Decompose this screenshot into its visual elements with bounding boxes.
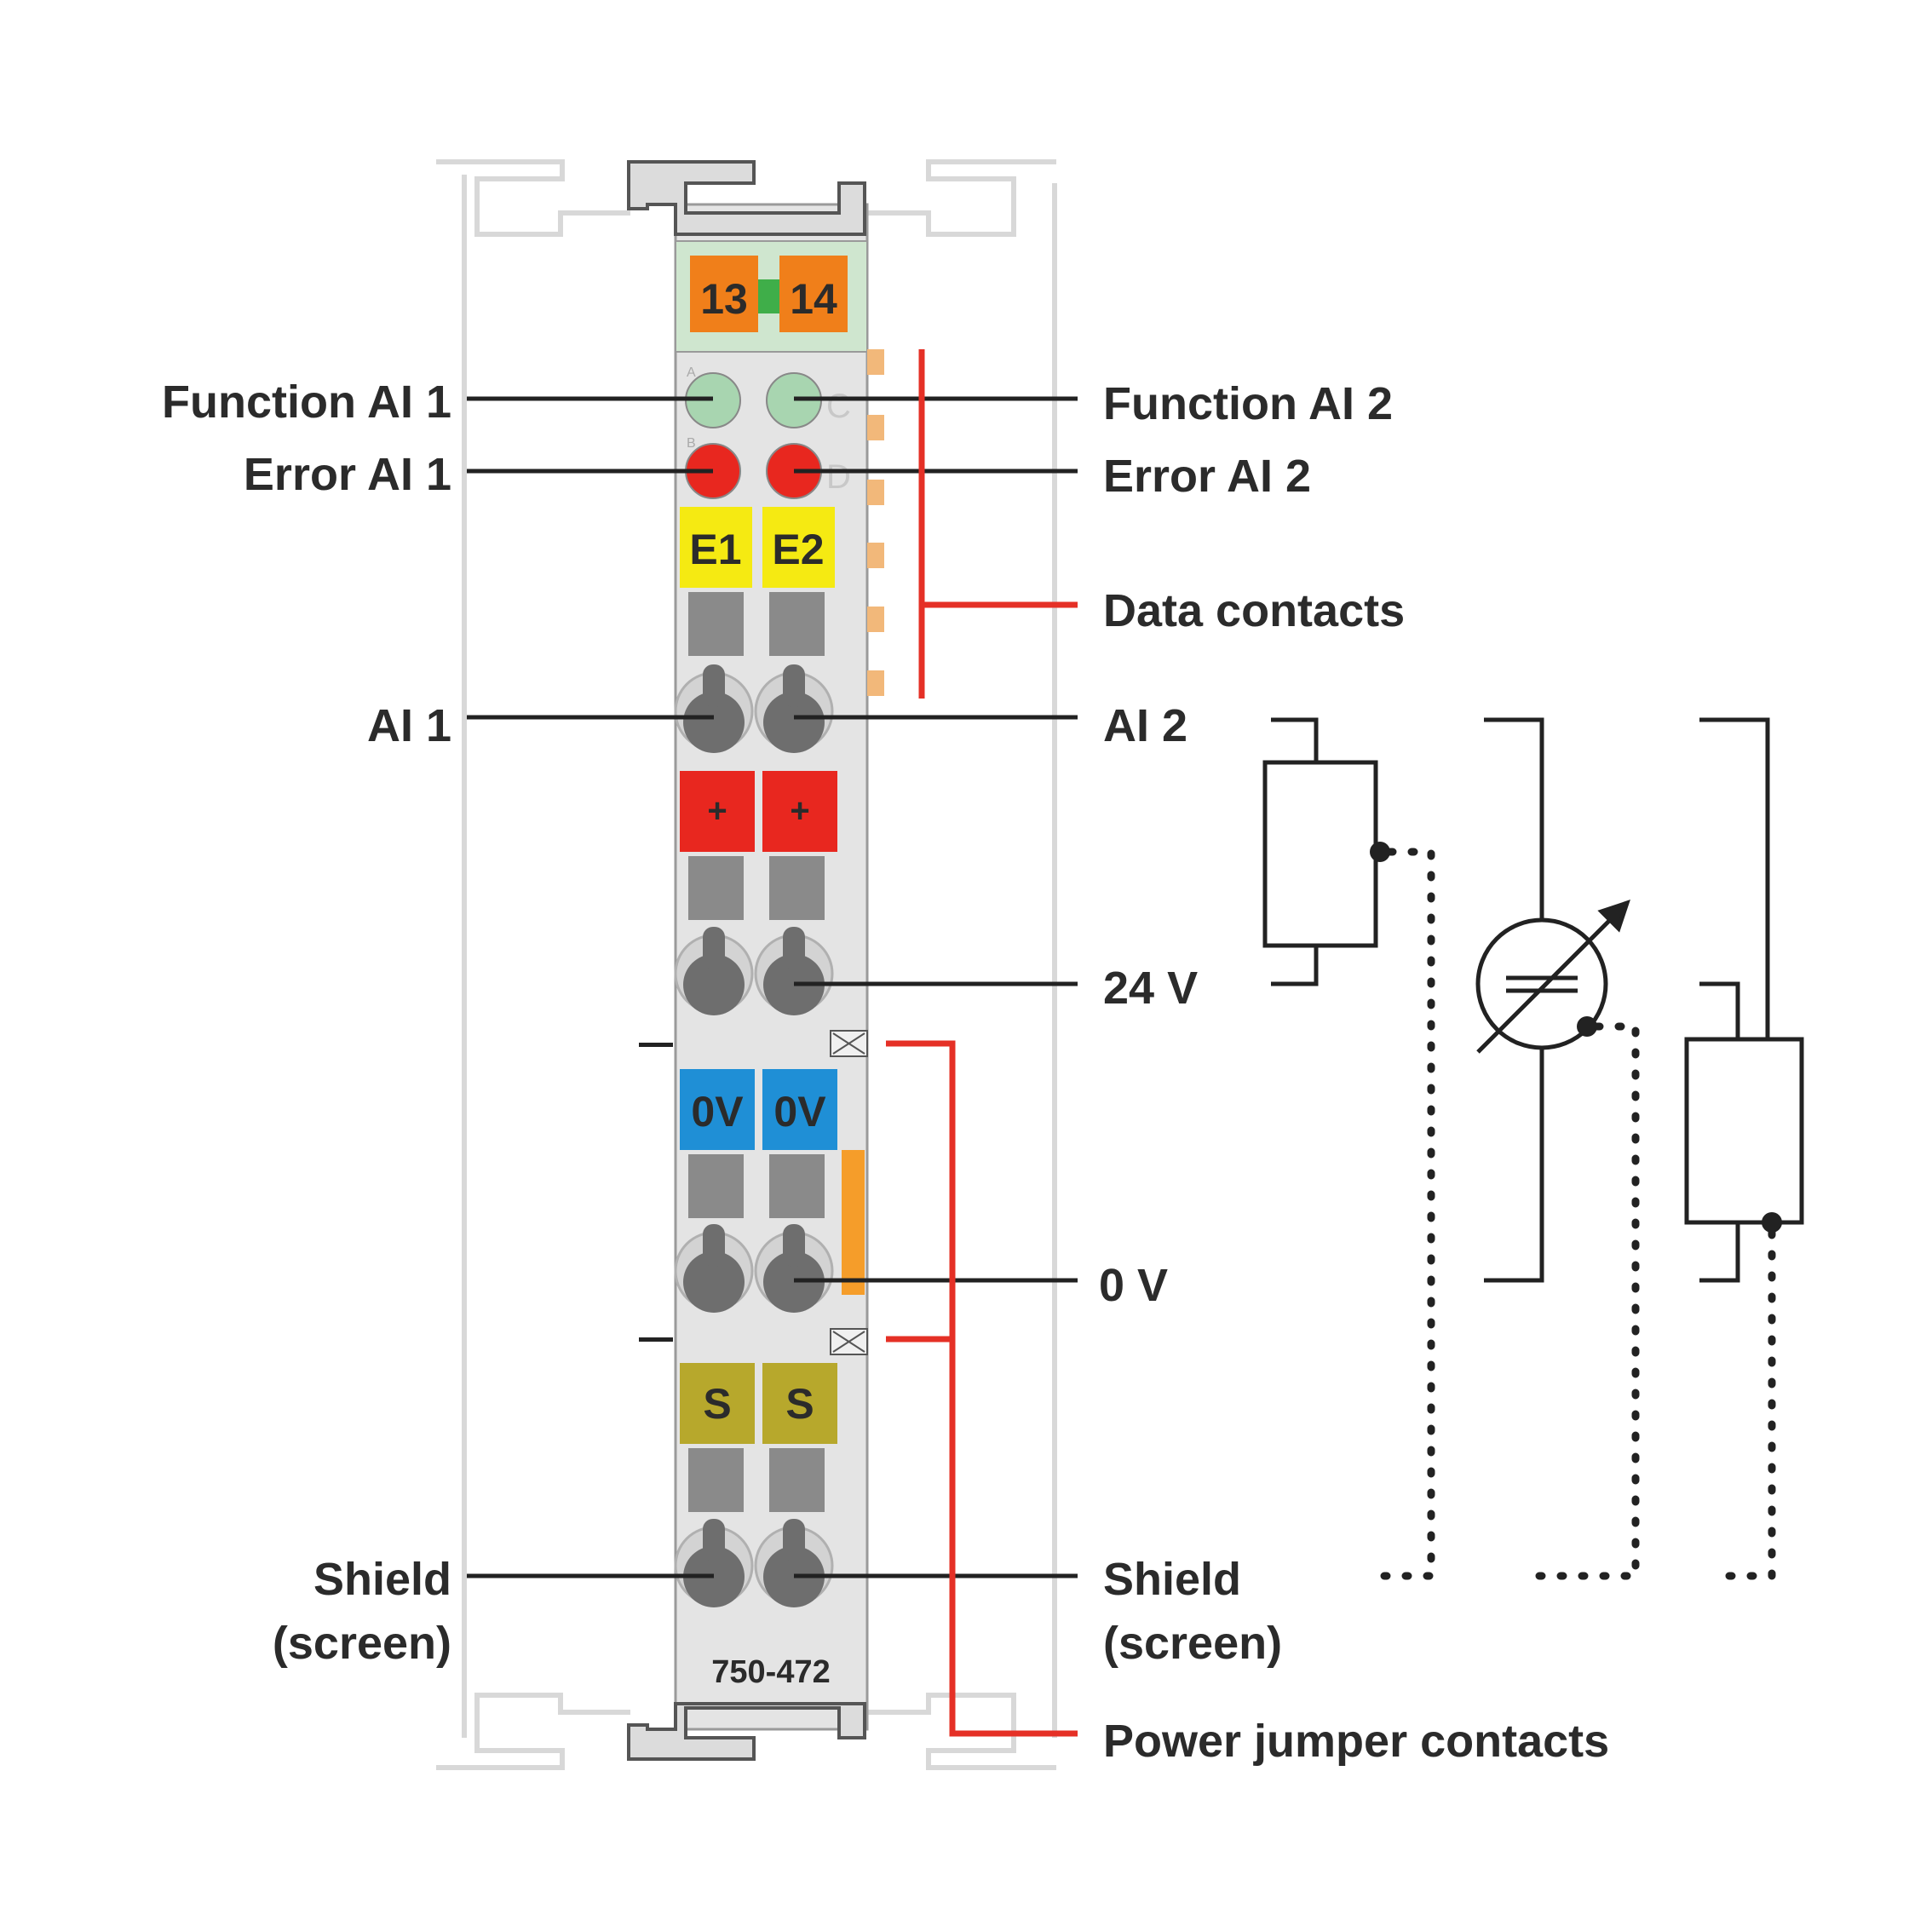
label-shield-right-1: Shield — [1103, 1554, 1241, 1605]
orange-jumper-bar — [842, 1150, 865, 1295]
clamp-row-0v — [674, 1224, 834, 1313]
top-clip — [627, 160, 866, 236]
terminal-e1 — [680, 507, 752, 588]
sensor-2-source — [1475, 717, 1640, 1580]
release-slot-s-right — [769, 1448, 825, 1512]
right-leaders — [794, 396, 1078, 1578]
release-slot-0v-right — [769, 1154, 825, 1218]
release-slot-plus-right — [769, 856, 825, 920]
terminal-0v-right-label: 0V — [773, 1088, 826, 1136]
terminal-e2-label: E2 — [772, 526, 824, 573]
release-slot-0v-left — [688, 1154, 744, 1218]
terminal-s-left-label: S — [703, 1380, 731, 1428]
terminal-plus-right-label: + — [790, 792, 809, 830]
terminal-13-label: 13 — [700, 275, 748, 323]
label-function-ai1: Function AI 1 — [162, 377, 451, 428]
led-letter-c: C — [826, 388, 851, 425]
led-letter-d: D — [826, 458, 851, 496]
terminal-s-right — [762, 1363, 837, 1444]
label-error-ai2: Error AI 2 — [1103, 451, 1311, 502]
label-shield-right-2: (screen) — [1103, 1618, 1282, 1669]
terminal-e1-label: E1 — [689, 526, 741, 573]
release-slot-e2 — [769, 592, 825, 656]
clamp-row-24v — [674, 927, 834, 1015]
label-power-jumper-contacts: Power jumper contacts — [1103, 1716, 1609, 1767]
clamp-row-ai — [674, 664, 834, 753]
bottom-clip — [627, 1702, 866, 1761]
terminal-14 — [779, 256, 848, 332]
power-jumper-bracket — [886, 1040, 1078, 1737]
release-slot-plus-left — [688, 856, 744, 920]
sensor-3-resistor — [1684, 717, 1804, 1580]
terminal-plus-left-label: + — [707, 792, 727, 830]
sensor-1-resistor — [1262, 717, 1435, 1580]
led-letter-b: B — [687, 436, 696, 451]
terminal-0v-left-label: 0V — [691, 1088, 744, 1136]
terminal-e2 — [762, 507, 835, 588]
label-ai2: AI 2 — [1103, 700, 1187, 751]
label-function-ai2: Function AI 2 — [1103, 378, 1393, 429]
label-24v: 24 V — [1103, 963, 1198, 1014]
terminal-13 — [690, 256, 758, 332]
label-ai1: AI 1 — [367, 700, 451, 751]
label-shield-left-1: Shield — [313, 1554, 451, 1605]
label-error-ai1: Error AI 1 — [244, 449, 451, 500]
left-leaders — [467, 396, 714, 1578]
release-slot-s-left — [688, 1448, 744, 1512]
terminal-0v-left — [680, 1069, 755, 1150]
terminal-14-label: 14 — [790, 275, 837, 323]
label-data-contacts: Data contacts — [1103, 585, 1405, 636]
terminal-plus-left — [680, 771, 755, 852]
data-contacts-bracket — [918, 349, 1078, 699]
io-module: 13 14 A B C D E1 E2 — [627, 160, 884, 1761]
part-number: 750-472 — [711, 1654, 830, 1690]
header-link — [758, 279, 779, 313]
led-letter-a: A — [687, 365, 696, 380]
label-shield-left-2: (screen) — [273, 1618, 451, 1669]
terminal-0v-right — [762, 1069, 837, 1150]
power-jumper-markers — [639, 1030, 868, 1355]
release-slot-e1 — [688, 592, 744, 656]
label-0v: 0 V — [1099, 1260, 1168, 1311]
terminal-plus-right — [762, 771, 837, 852]
terminal-s-right-label: S — [785, 1380, 814, 1428]
terminal-s-left — [680, 1363, 755, 1444]
ghost-modules — [436, 159, 1057, 1770]
data-contact-pins — [867, 349, 884, 696]
